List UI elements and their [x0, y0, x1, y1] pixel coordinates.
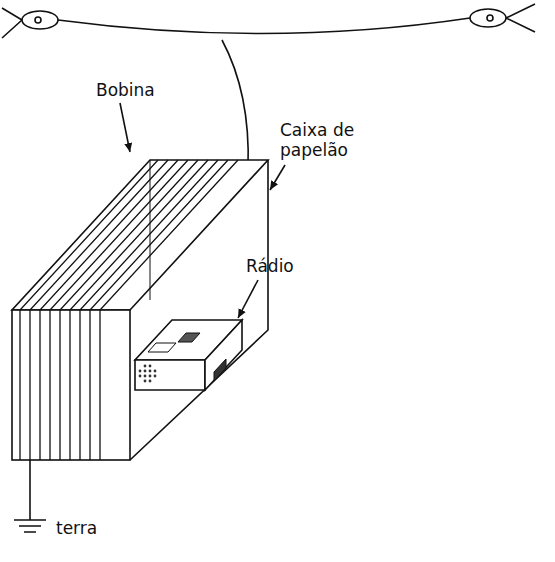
ground-wire	[29, 460, 31, 520]
guy-wire	[2, 8, 22, 38]
coil-windings	[20, 160, 238, 460]
down-lead	[222, 40, 248, 168]
ground-symbol	[14, 520, 46, 532]
box-side	[130, 160, 268, 460]
part-label: Rádio	[246, 256, 294, 276]
ground-label: terra	[56, 518, 97, 538]
part-label: Caixa de papelão	[280, 120, 375, 161]
leader-line	[120, 103, 130, 152]
insulator	[470, 9, 506, 27]
part-label: Bobina	[96, 80, 155, 100]
box-inner-edge	[150, 160, 151, 300]
antenna-wire	[58, 18, 470, 34]
radio	[135, 108, 242, 390]
leader-line	[238, 280, 258, 318]
leader-line	[270, 165, 285, 190]
insulator	[22, 11, 58, 29]
guy-wire	[506, 4, 535, 32]
